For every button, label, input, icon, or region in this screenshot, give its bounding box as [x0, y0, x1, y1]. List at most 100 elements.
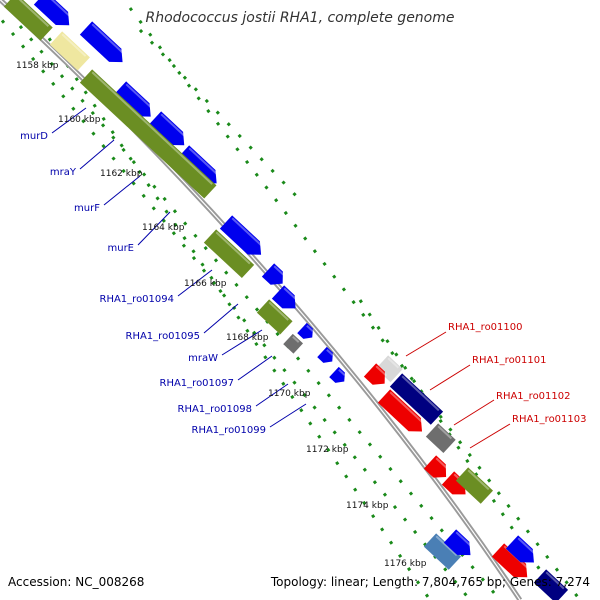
gene-blue-m[interactable] [505, 535, 540, 569]
gene-steelblue-a-shape[interactable] [423, 533, 462, 570]
gene-olive-a[interactable] [3, 0, 53, 41]
gene-label-RHA1_ro01102[interactable]: RHA1_ro01102 [496, 391, 571, 402]
gene-label-RHA1_ro01098[interactable]: RHA1_ro01098 [178, 404, 253, 415]
gene-lightgray-a-shape[interactable] [375, 355, 403, 383]
gene-blue-d[interactable] [148, 111, 191, 151]
backbone-highlight [0, 0, 520, 600]
gene-navy-a[interactable] [389, 373, 444, 425]
gene-blue-f[interactable] [219, 215, 267, 261]
gene-olive-c-shape[interactable] [203, 229, 255, 279]
gene-blue-h-shine [283, 287, 299, 302]
gene-blue-i-shine [306, 324, 314, 332]
gene-olive-d[interactable] [256, 299, 293, 335]
gene-red-a[interactable] [363, 363, 391, 390]
gene-blue-g-shape[interactable] [261, 263, 289, 290]
gene-steelblue-a[interactable] [423, 533, 462, 570]
gene-blue-g-shine [273, 265, 286, 277]
gene-blue-h-shape[interactable] [271, 285, 302, 315]
gene-features[interactable] [3, 0, 569, 600]
gene-yellow-a-shape[interactable] [49, 31, 90, 71]
gene-olive-c[interactable] [203, 229, 255, 279]
kbp-label-9: 1176 kbp [384, 559, 427, 569]
gene-blue-i-shape[interactable] [297, 322, 317, 343]
gene-yellow-a[interactable] [49, 31, 90, 71]
gene-blue-k[interactable] [329, 366, 349, 387]
kbp-label-2: 1162 kbp [100, 169, 143, 179]
gene-labels[interactable]: murD mraY murF murE RHA1_ro01094RHA1_ro01095… [20, 131, 586, 436]
gene-label-RHA1_ro01100[interactable]: RHA1_ro01100 [448, 322, 523, 333]
gene-blue-l[interactable] [443, 529, 477, 561]
gene-blue-c[interactable] [113, 81, 157, 123]
kbp-label-7: 1172 kbp [306, 445, 349, 455]
gene-blue-f-shape[interactable] [219, 215, 267, 261]
gene-navy-b-shape[interactable] [533, 569, 569, 600]
gene-blue-a-shape[interactable] [33, 0, 76, 32]
gene-blue-h[interactable] [271, 285, 302, 315]
leader-RHA1_ro01097 [237, 355, 273, 381]
gene-label-RHA1_ro01099[interactable]: RHA1_ro01099 [192, 425, 267, 436]
gene-gray-a[interactable] [283, 333, 304, 354]
kbp-label-5: 1168 kbp [226, 333, 269, 343]
gene-olive-b-shape[interactable] [79, 69, 217, 199]
gene-blue-a-shine [45, 0, 72, 19]
gene-label-murD[interactable]: murD [20, 131, 48, 142]
gene-blue-e-shape[interactable] [176, 145, 223, 190]
gene-label-mraW[interactable]: mraW [188, 353, 218, 364]
gene-olive-b[interactable] [79, 69, 217, 199]
gene-label-RHA1_ro01103[interactable]: RHA1_ro01103 [512, 414, 587, 425]
gene-blue-j[interactable] [317, 346, 337, 367]
gene-blue-f-shine [231, 217, 264, 248]
dotted-tracks [0, 7, 582, 600]
gene-blue-j-shape[interactable] [317, 346, 337, 367]
gene-lightgray-a[interactable] [375, 355, 403, 383]
gene-navy-a-shape[interactable] [389, 373, 444, 425]
gene-olive-a-shape[interactable] [3, 0, 53, 41]
gene-label-RHA1_ro01097[interactable]: RHA1_ro01097 [160, 378, 235, 389]
gene-blue-i[interactable] [297, 322, 317, 343]
gene-blue-b[interactable] [79, 21, 129, 68]
gene-gray-a-shine [292, 335, 300, 343]
gene-red-c-shine [435, 457, 449, 470]
gene-olive-d-shape[interactable] [256, 299, 293, 335]
gene-blue-b-shape[interactable] [79, 21, 129, 68]
gene-blue-k-shape[interactable] [329, 366, 349, 387]
gene-gray-b[interactable] [425, 423, 456, 453]
genome-backbone [0, 0, 523, 600]
gene-gray-a-shape[interactable] [283, 333, 304, 354]
gene-gray-b-shape[interactable] [425, 423, 456, 453]
gene-red-c-shape[interactable] [423, 455, 452, 483]
gene-blue-e[interactable] [176, 145, 223, 190]
gene-red-b[interactable] [377, 389, 428, 438]
label-leader-lines [51, 107, 511, 449]
gene-red-a-shape[interactable] [363, 363, 391, 390]
gene-lightgray-a-shine [387, 357, 400, 369]
leader-RHA1_ro01099 [269, 403, 307, 428]
gene-olive-a-shine [15, 0, 50, 27]
gene-red-e-shape[interactable] [491, 543, 534, 583]
gene-label-RHA1_ro01095[interactable]: RHA1_ro01095 [126, 331, 201, 342]
gene-label-murF[interactable]: murF [74, 203, 100, 214]
gene-label-mraY[interactable]: mraY [50, 167, 77, 178]
gene-olive-e-shape[interactable] [455, 467, 494, 504]
leader-RHA1_ro01095 [203, 303, 239, 334]
leader-RHA1_ro01103 [469, 423, 511, 449]
gene-label-RHA1_ro01101[interactable]: RHA1_ro01101 [472, 355, 547, 366]
gene-label-RHA1_ro01094[interactable]: RHA1_ro01094 [100, 294, 175, 305]
backbone-line [0, 0, 523, 600]
gene-red-b-shape[interactable] [377, 389, 428, 438]
gene-red-c[interactable] [423, 455, 452, 483]
gene-blue-g[interactable] [261, 263, 289, 290]
kbp-label-1: 1160 kbp [58, 115, 101, 125]
gene-label-murE[interactable]: murE [107, 243, 134, 254]
gene-blue-l-shape[interactable] [443, 529, 477, 561]
gene-blue-j-shine [326, 348, 334, 356]
gene-blue-m-shape[interactable] [505, 535, 540, 569]
gene-blue-c-shine [125, 83, 154, 110]
gene-navy-b[interactable] [533, 569, 569, 600]
gene-blue-c-shape[interactable] [113, 81, 157, 123]
gene-blue-a[interactable] [33, 0, 76, 32]
gene-blue-d-shape[interactable] [148, 111, 191, 151]
gene-olive-e[interactable] [455, 467, 494, 504]
